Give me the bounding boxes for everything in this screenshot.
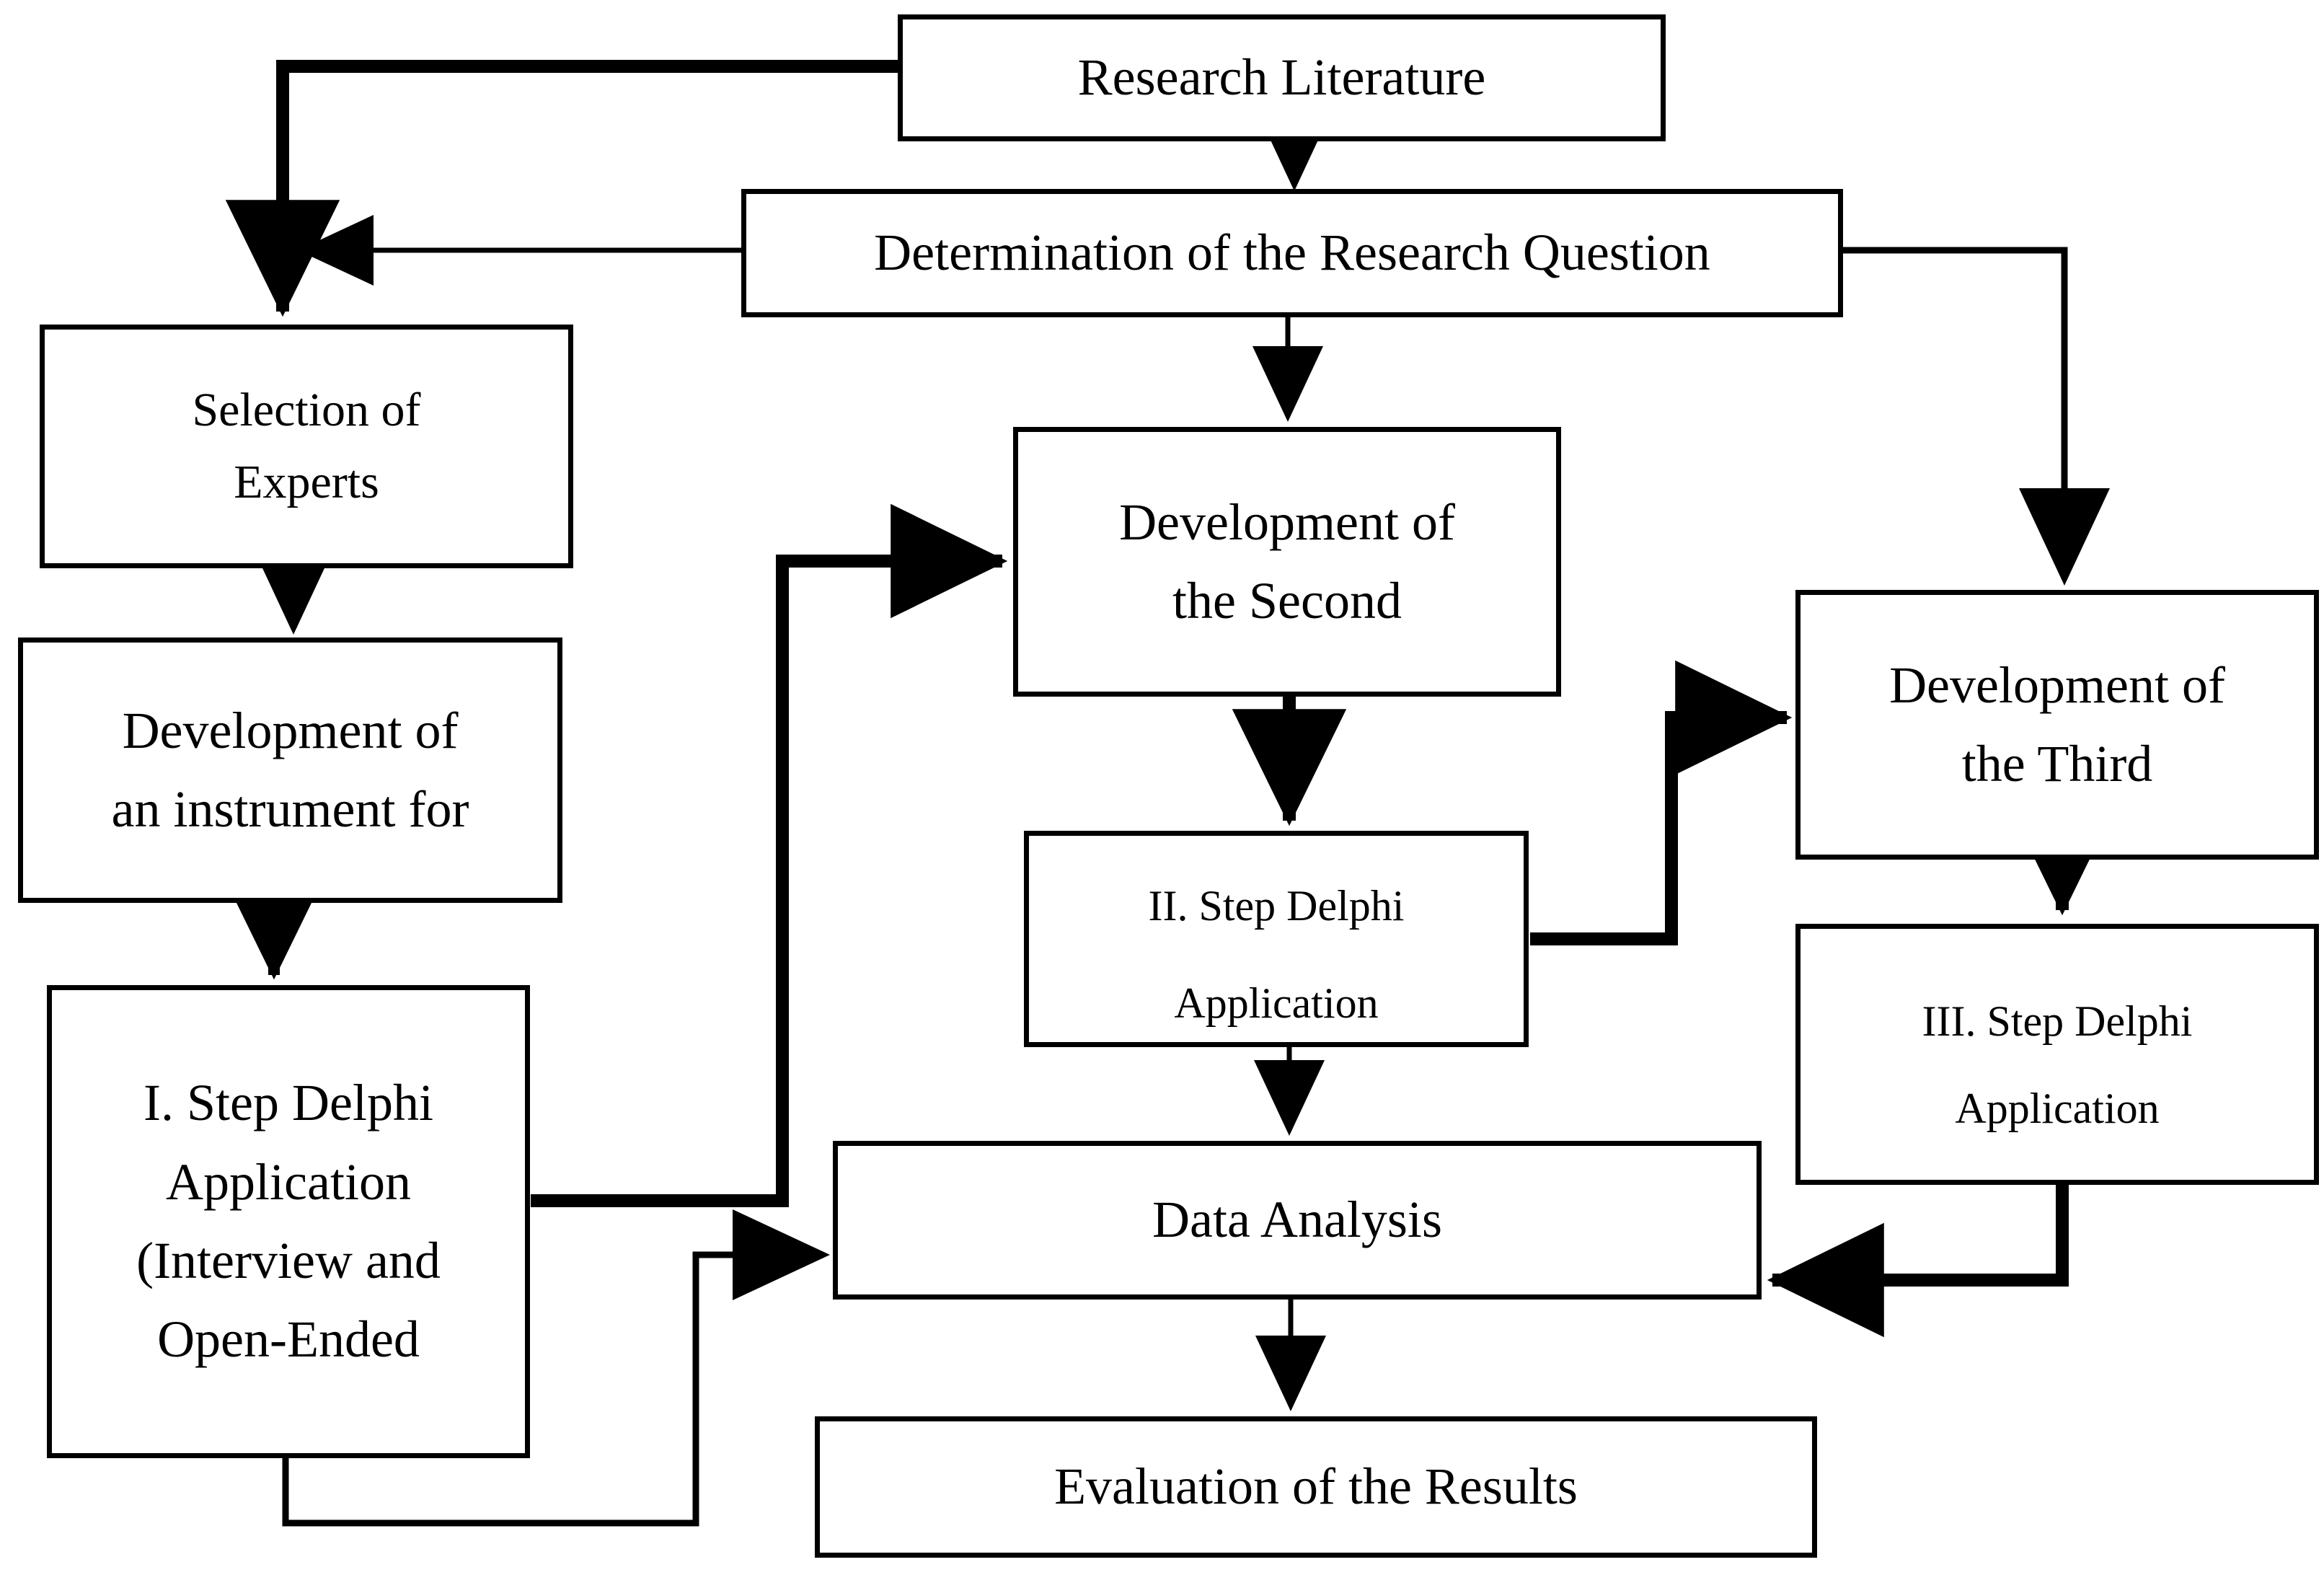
edge-delphi-step-1-to-data-analysis [282, 1209, 830, 1527]
node-third-development-line-2: the Third [1961, 735, 2153, 793]
edge-delphi-step-1-to-second-development [531, 503, 1008, 1207]
node-second-development-line-1: Development of [1119, 493, 1455, 551]
edge-determination-to-third-development [1843, 247, 2110, 586]
node-evaluation-of-results[interactable]: Evaluation of the Results [815, 1416, 1817, 1558]
edge-delphi-step-3-to-data-analysis [1767, 1184, 2069, 1338]
node-delphi-step-1-line-3: (Interview and [136, 1232, 441, 1289]
edge-research-literature-to-selection-of-experts [225, 60, 898, 317]
node-research-literature-label: Research Literature [1077, 48, 1486, 107]
node-delphi-step-1-line-1: I. Step Delphi [143, 1074, 433, 1132]
node-delphi-step-3[interactable]: III. Step Delphi Application [1795, 924, 2319, 1185]
node-third-development-line-1: Development of [1889, 656, 2225, 714]
node-instrument-development-line-1: Development of [122, 701, 459, 759]
node-research-literature[interactable]: Research Literature [898, 14, 1666, 141]
node-second-development[interactable]: Development of the Second [1013, 427, 1561, 697]
node-delphi-step-3-line-2: Application [1955, 1085, 2160, 1132]
node-third-development[interactable]: Development of the Third [1795, 590, 2319, 860]
node-delphi-step-2[interactable]: II. Step Delphi Application [1024, 831, 1529, 1047]
node-second-development-line-2: the Second [1172, 572, 1402, 630]
node-determination-of-research-question[interactable]: Determination of the Research Question [741, 189, 1843, 317]
node-delphi-step-2-line-1: II. Step Delphi [1148, 881, 1405, 930]
edge-delphi-step-2-to-third-development [1530, 660, 1793, 945]
node-delphi-step-1[interactable]: I. Step Delphi Application (Interview an… [47, 985, 530, 1458]
node-evaluation-label: Evaluation of the Results [1054, 1457, 1578, 1516]
node-selection-of-experts[interactable]: Selection of Experts [40, 325, 573, 568]
node-delphi-step-1-line-4: Open-Ended [157, 1310, 420, 1369]
node-delphi-step-2-line-2: Application [1174, 979, 1379, 1027]
node-delphi-step-1-line-2: Application [166, 1152, 411, 1211]
node-selection-of-experts-line-2: Experts [234, 456, 379, 508]
node-instrument-development-line-2: an instrument for [111, 780, 469, 838]
node-delphi-step-3-line-1: III. Step Delphi [1922, 997, 2193, 1045]
node-data-analysis[interactable]: Data Analysis [833, 1141, 1762, 1300]
node-determination-label: Determination of the Research Question [874, 224, 1710, 282]
node-data-analysis-label: Data Analysis [1152, 1191, 1442, 1249]
node-selection-of-experts-line-1: Selection of [192, 383, 421, 436]
node-instrument-development[interactable]: Development of an instrument for [18, 638, 562, 903]
